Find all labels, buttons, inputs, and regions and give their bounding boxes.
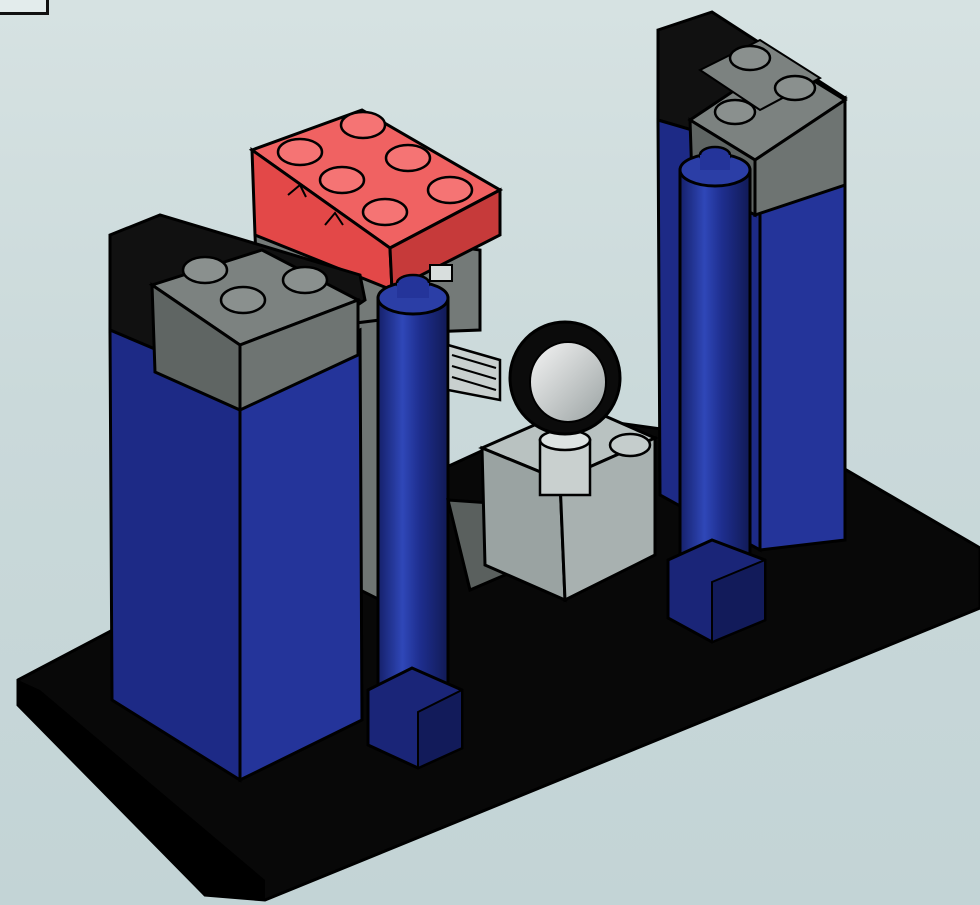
right-blue-pillar [668,147,765,642]
left-blue-tower [110,215,365,780]
